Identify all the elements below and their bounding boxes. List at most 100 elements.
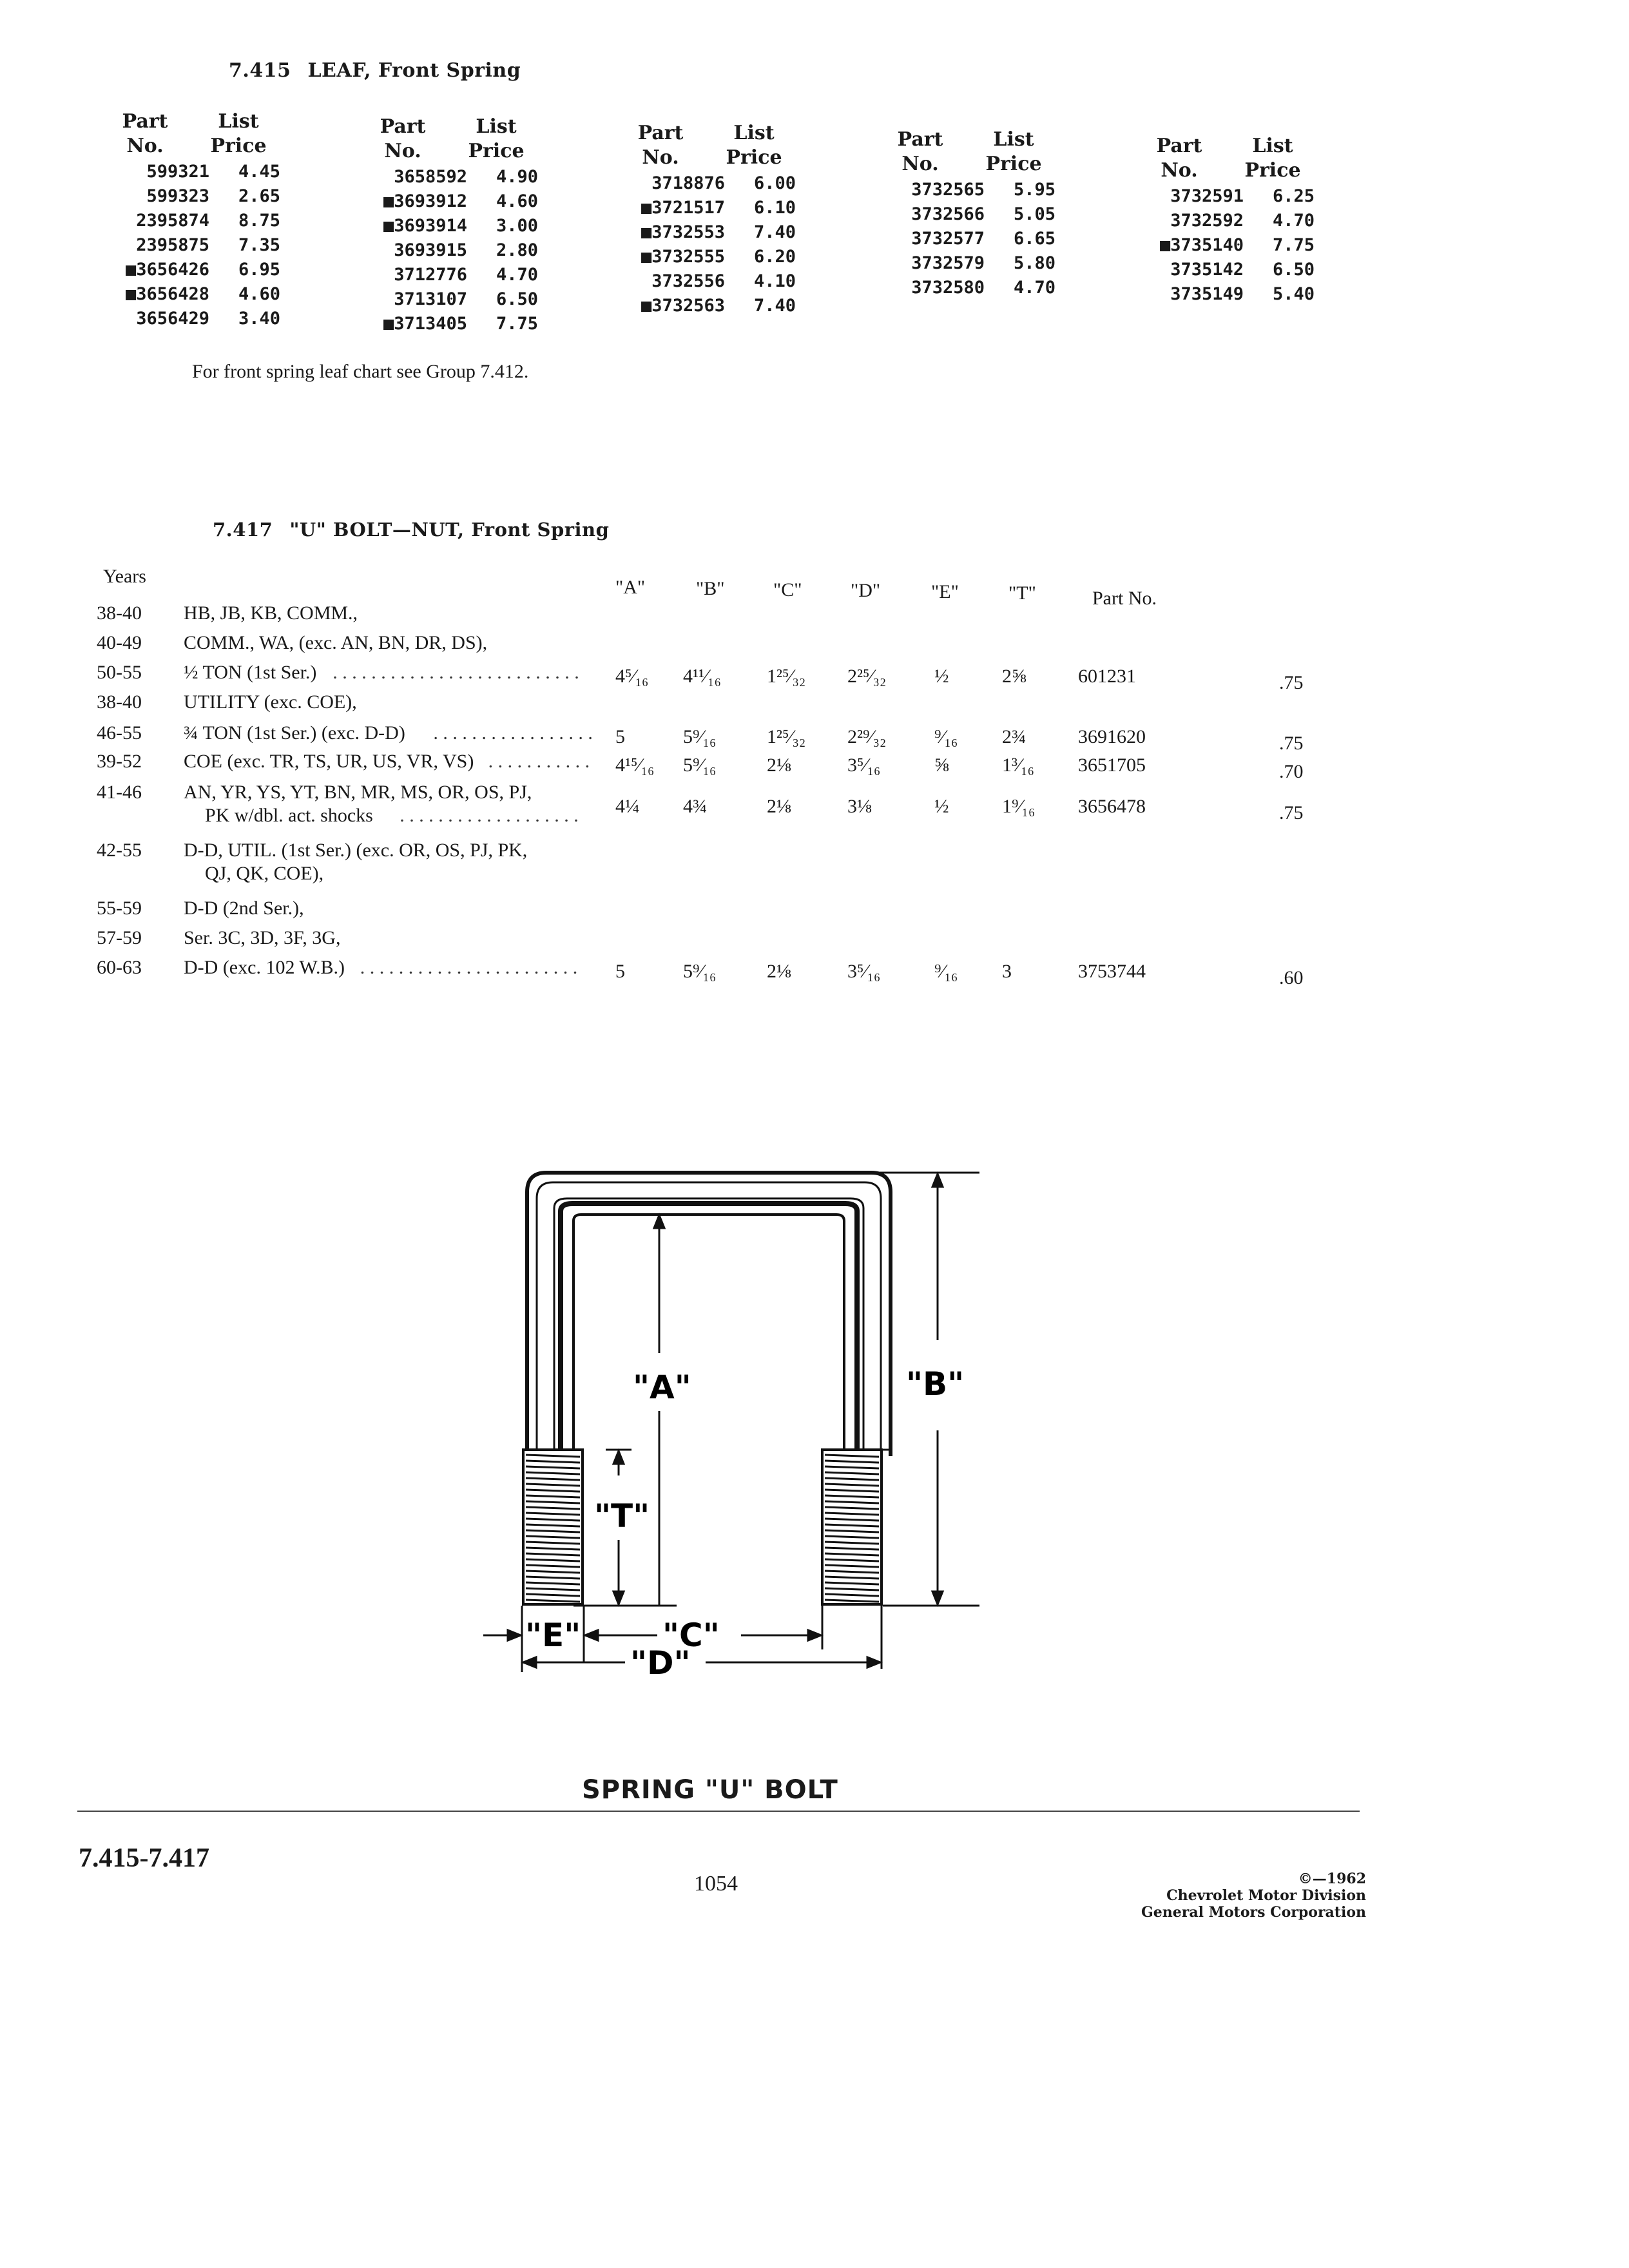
ubolt-dot-leader: . . . . . . . . . . . . . . . . . . . . … xyxy=(360,957,583,978)
leaf-part-no: 599323 xyxy=(146,186,209,206)
leaf-header-part-line: No. xyxy=(1161,159,1198,182)
leaf-list-price: 4.10 xyxy=(753,271,796,291)
ubolt-model: COE (exc. TR, TS, UR, US, VR, VS) xyxy=(184,751,474,772)
ubolt-dim-t: 1⁹⁄₁₆ xyxy=(1002,796,1036,817)
ubolt-header-dim: "B" xyxy=(696,578,725,599)
leaf-part-no: 3658592 xyxy=(394,167,467,187)
leaf-header-price-line: Price xyxy=(468,140,525,162)
leaf-row: 599323 2.65 xyxy=(93,184,300,209)
ubolt-dim-e: ½ xyxy=(934,666,949,687)
ubolt-header-dim: "A" xyxy=(615,577,646,598)
ubolt-price: .75 xyxy=(1279,802,1304,823)
leaf-header-part-line: Part xyxy=(637,122,684,144)
ubolt-dim-t: 2¾ xyxy=(1002,726,1027,747)
ubolt-dim-b: 4¹¹⁄₁₆ xyxy=(683,666,721,687)
leaf-list-price: 5.80 xyxy=(1013,253,1055,273)
leaf-part-no: 3693915 xyxy=(394,240,467,260)
left-thread xyxy=(522,1448,584,1606)
dim-label-c: "C" xyxy=(662,1617,720,1654)
ubolt-header-dim: "E" xyxy=(931,581,959,602)
leaf-part-no: ■3732563 xyxy=(641,296,725,316)
leaf-part-no: ■3713405 xyxy=(383,314,467,334)
ubolt-part-no: 3753744 xyxy=(1078,961,1146,982)
leaf-list-price: 4.70 xyxy=(496,265,538,285)
copyright-block: ©—1962 Chevrolet Motor Division General … xyxy=(1141,1870,1366,1921)
ubolt-model: D-D (exc. 102 W.B.) xyxy=(184,957,345,978)
leaf-list-price: 3.00 xyxy=(496,216,538,236)
leaf-part-no: 3718876 xyxy=(651,173,725,193)
ubolt-dim-d: 3⅛ xyxy=(847,796,872,817)
ubolt-dim-e: ⁹⁄₁₆ xyxy=(934,726,958,747)
leaf-header-price-line: List xyxy=(733,122,775,144)
leaf-list-price: 2.65 xyxy=(238,186,280,206)
leaf-list-price: 5.95 xyxy=(1013,180,1055,200)
leaf-header-price-line: List xyxy=(218,110,259,133)
ubolt-model: D-D, UTIL. (1st Ser.) (exc. OR, OS, PJ, … xyxy=(184,840,528,861)
leaf-list-price: 7.75 xyxy=(496,314,538,334)
ubolt-dot-leader: . . . . . . . . . . . . . . . . . . . . … xyxy=(333,662,585,683)
leaf-part-no: ■3656428 xyxy=(125,284,209,304)
ubolt-years: 41-46 xyxy=(97,782,142,803)
leaf-part-no: 3713107 xyxy=(394,289,467,309)
ubolt-header-part: Part No. xyxy=(1092,588,1157,609)
ubolt-dim-c: 2⅛ xyxy=(767,961,791,982)
dim-label-e: "E" xyxy=(525,1617,581,1654)
leaf-part-no: 3732577 xyxy=(911,229,985,249)
leaf-part-no: 2395874 xyxy=(136,211,209,231)
leaf-row: ■3713405 7.75 xyxy=(351,312,557,336)
ubolt-dim-a: 4¼ xyxy=(615,796,640,817)
leaf-list-price: 7.35 xyxy=(238,235,280,255)
leaf-row: 3732556 4.10 xyxy=(609,269,815,294)
ubolt-dim-a: 5 xyxy=(615,961,625,982)
leaf-part-no: ■3735140 xyxy=(1159,235,1244,255)
leaf-header-part-line: Part xyxy=(897,128,943,151)
leaf-header-price-line: List xyxy=(993,128,1034,151)
ubolt-dim-c: 2⅛ xyxy=(767,796,791,817)
ubolt-years: 46-55 xyxy=(97,722,142,744)
leaf-list-price: 6.25 xyxy=(1272,186,1315,206)
diagram-caption: SPRING "U" BOLT xyxy=(582,1775,838,1805)
ubolt-dim-e: ⅝ xyxy=(934,754,949,776)
ubolt-dim-e: ⁹⁄₁₆ xyxy=(934,961,958,982)
leaf-list-price: 4.70 xyxy=(1272,211,1315,231)
ubolt-years: 50-55 xyxy=(97,662,142,683)
leaf-section-number: 7.415 xyxy=(229,59,291,82)
ubolt-dim-b: 4¾ xyxy=(683,796,708,817)
leaf-part-no: ■3693912 xyxy=(383,191,467,211)
leaf-part-no: ■3693914 xyxy=(383,216,467,236)
leaf-list-price: 6.10 xyxy=(753,198,796,218)
ubolt-model-cont: QJ, QK, COE), xyxy=(205,863,324,884)
leaf-list-price: 5.05 xyxy=(1013,204,1055,224)
leaf-part-no: 599321 xyxy=(146,162,209,182)
ubolt-model: HB, JB, KB, COMM., xyxy=(184,602,358,624)
leaf-part-no: ■3721517 xyxy=(641,198,725,218)
ubolt-model: ¾ TON (1st Ser.) (exc. D-D) xyxy=(184,722,405,744)
ubolt-dim-b: 5⁹⁄₁₆ xyxy=(683,961,717,982)
ubolt-model: ½ TON (1st Ser.) xyxy=(184,662,317,683)
u-bolt-outline xyxy=(525,1171,892,1456)
leaf-header-price-line: List xyxy=(1252,135,1293,157)
leaf-part-no: 3732556 xyxy=(651,271,725,291)
page-number: 1054 xyxy=(694,1872,738,1896)
ubolt-dim-d: 2²⁹⁄₃₂ xyxy=(847,726,887,747)
ubolt-years: 42-55 xyxy=(97,840,142,861)
ubolt-part-no: 3651705 xyxy=(1078,754,1146,776)
ubolt-part-no: 3691620 xyxy=(1078,726,1146,747)
